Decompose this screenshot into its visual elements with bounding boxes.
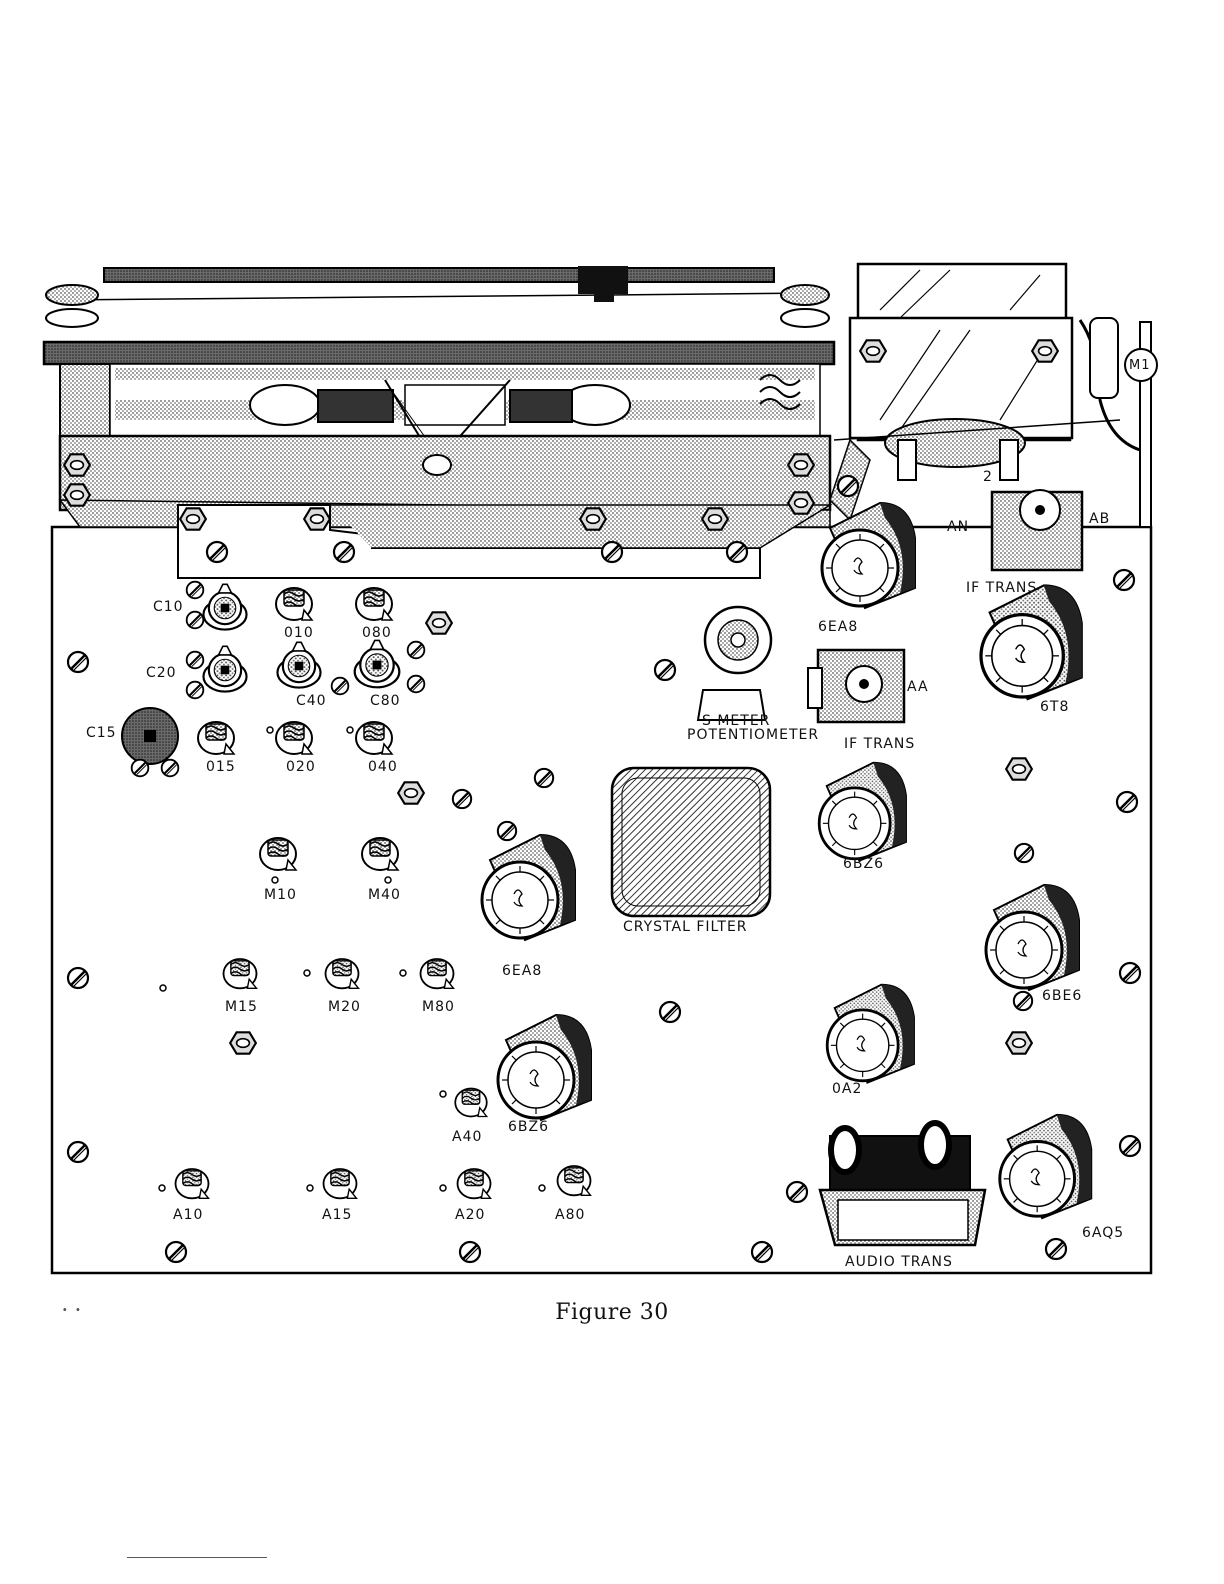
label-a80: A80 — [555, 1208, 585, 1222]
label-o20: 020 — [286, 760, 316, 774]
label-o15: 015 — [206, 760, 236, 774]
label-terminal-2: 2 — [983, 470, 993, 484]
label-m10: M10 — [264, 888, 297, 902]
label-o80: 080 — [362, 626, 392, 640]
label-6ea8-top: 6EA8 — [818, 620, 858, 634]
label-s-meter: S METER — [702, 714, 770, 728]
label-a15: A15 — [322, 1208, 352, 1222]
label-a20: A20 — [455, 1208, 485, 1222]
label-6aq5: 6AQ5 — [1082, 1226, 1124, 1240]
label-0a2: 0A2 — [832, 1082, 862, 1096]
label-6bz6-right: 6BZ6 — [843, 857, 884, 871]
label-a40: A40 — [452, 1130, 482, 1144]
label-an: AN — [947, 520, 969, 534]
label-ab: AB — [1089, 512, 1110, 526]
label-a10: A10 — [173, 1208, 203, 1222]
label-c15: C15 — [86, 726, 117, 740]
label-c20: C20 — [146, 666, 177, 680]
label-c80: C80 — [370, 694, 401, 708]
label-c40: C40 — [296, 694, 327, 708]
label-m40: M40 — [368, 888, 401, 902]
footer-rule — [127, 1557, 267, 1558]
label-if-trans-mid: IF TRANS — [844, 737, 915, 751]
label-audio-trans: AUDIO TRANS — [845, 1255, 953, 1269]
label-6bz6-mid: 6BZ6 — [508, 1120, 549, 1134]
label-m20: M20 — [328, 1000, 361, 1014]
figure-caption: Figure 30 — [0, 1300, 1224, 1325]
label-6be6: 6BE6 — [1042, 989, 1082, 1003]
label-if-trans-top: IF TRANS — [966, 581, 1037, 595]
label-crystal-filter: CRYSTAL FILTER — [623, 920, 748, 934]
label-o10: 010 — [284, 626, 314, 640]
label-m80: M80 — [422, 1000, 455, 1014]
label-m15: M15 — [225, 1000, 258, 1014]
label-6t8: 6T8 — [1040, 700, 1069, 714]
label-aa: AA — [907, 680, 929, 694]
label-6ea8-mid: 6EA8 — [502, 964, 542, 978]
label-m1: M1 — [1129, 359, 1151, 372]
label-c10: C10 — [153, 600, 184, 614]
label-o40: 040 — [368, 760, 398, 774]
label-potentiometer: POTENTIOMETER — [687, 728, 819, 742]
